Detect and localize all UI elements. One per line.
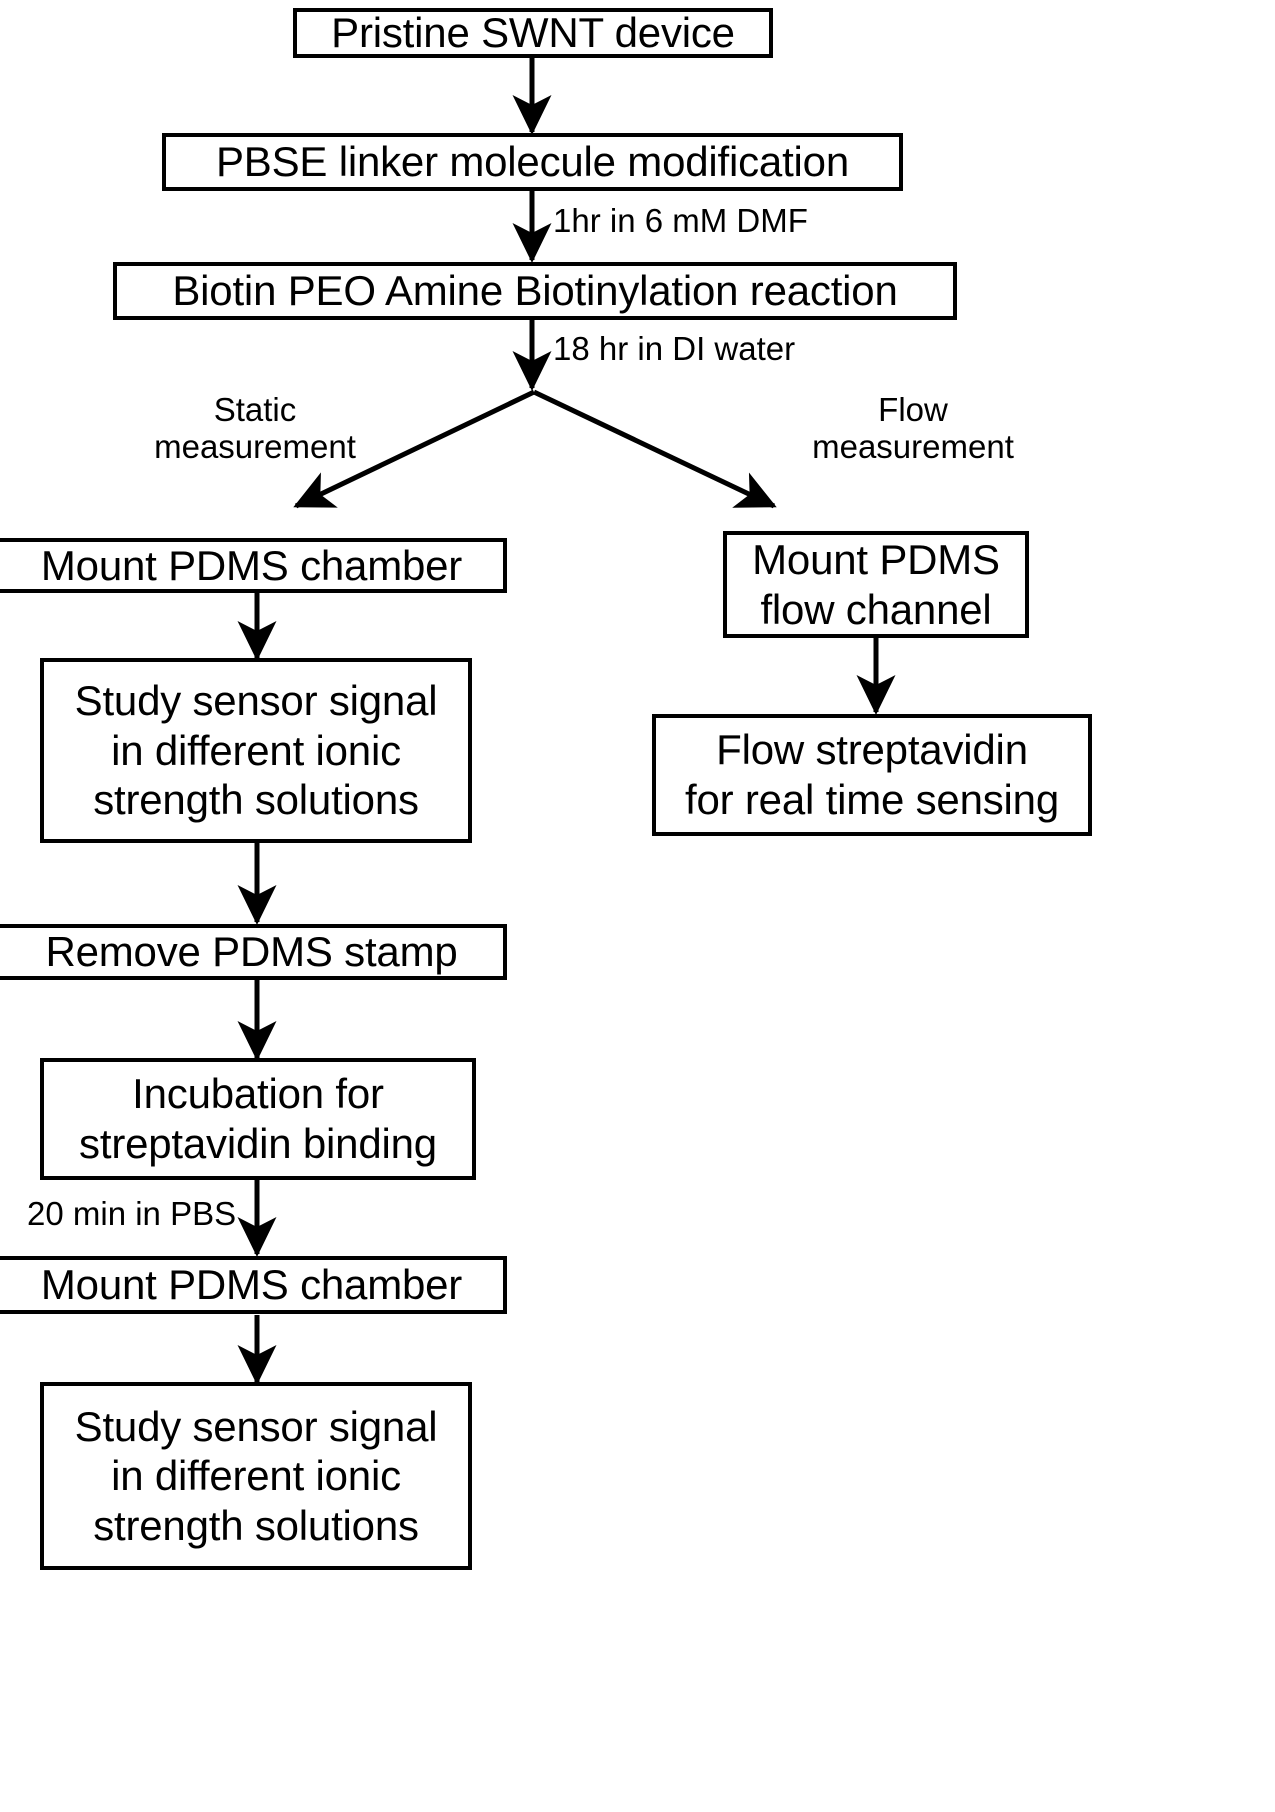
edge-label-20-min-pbs: 20 min in PBS	[27, 1195, 237, 1232]
node-mount-pdms-chamber-1[interactable]: Mount PDMS chamber	[0, 538, 507, 593]
node-mount-pdms-chamber-2[interactable]: Mount PDMS chamber	[0, 1256, 507, 1314]
node-pbse-linker-modification[interactable]: PBSE linker molecule modification	[162, 133, 903, 191]
arrow-branch-to-flow	[532, 389, 777, 509]
node-remove-pdms-stamp[interactable]: Remove PDMS stamp	[0, 924, 507, 980]
node-study-sensor-signal-1[interactable]: Study sensor signal in different ionic s…	[40, 658, 472, 843]
node-biotin-peo-amine-reaction[interactable]: Biotin PEO Amine Biotinylation reaction	[113, 262, 957, 320]
node-pristine-swnt-device[interactable]: Pristine SWNT device	[293, 8, 773, 58]
edge-label-dmf: 1hr in 6 mM DMF	[553, 202, 808, 239]
node-incubation-streptavidin-binding[interactable]: Incubation for streptavidin binding	[40, 1058, 476, 1180]
node-study-sensor-signal-2[interactable]: Study sensor signal in different ionic s…	[40, 1382, 472, 1570]
edge-label-static-measurement: Static measurement	[154, 391, 356, 465]
node-flow-streptavidin-real-time-sensing[interactable]: Flow streptavidin for real time sensing	[652, 714, 1092, 836]
node-mount-pdms-flow-channel[interactable]: Mount PDMS flow channel	[723, 531, 1029, 638]
edge-label-di-water: 18 hr in DI water	[553, 330, 796, 367]
edge-label-flow-measurement: Flow measurement	[812, 391, 1014, 465]
